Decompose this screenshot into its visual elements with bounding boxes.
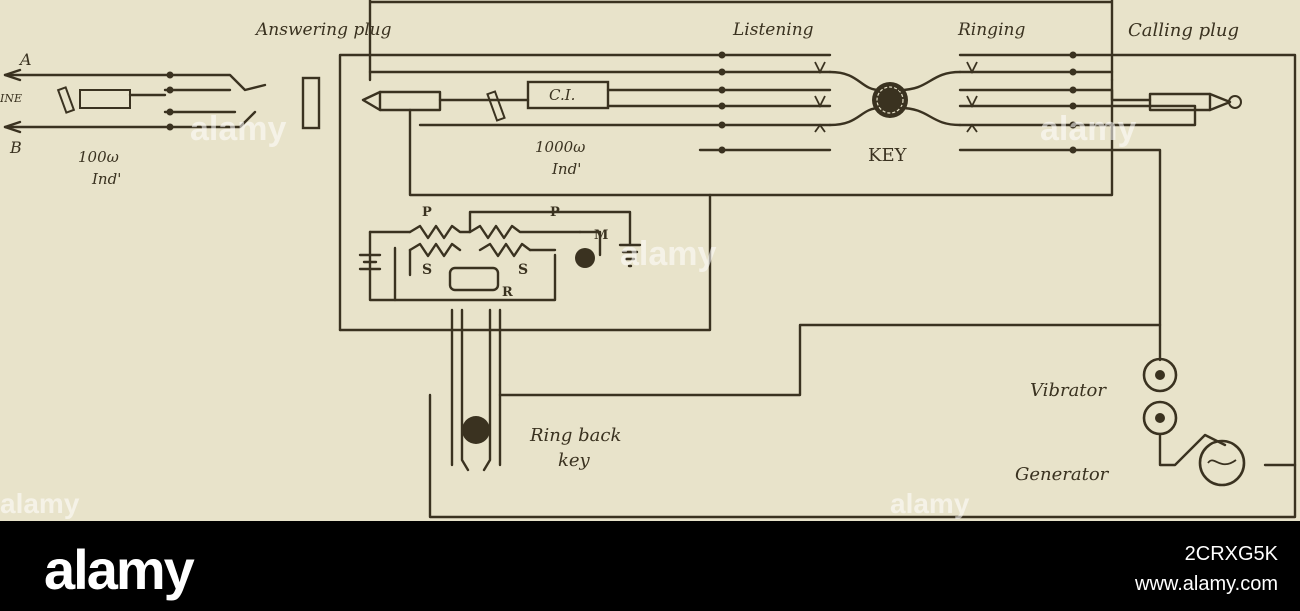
cord-wires	[368, 70, 722, 127]
relay-coil-100-icon	[79, 89, 131, 109]
answering-plug-label: Answering plug	[256, 20, 392, 40]
ci-coil-icon	[526, 80, 610, 110]
calling-cord-wires	[1073, 70, 1197, 362]
ring-back-wire	[498, 323, 1162, 397]
calling-plug-label: Calling plug	[1128, 20, 1240, 41]
watermark: alamy	[190, 110, 287, 148]
footer-bar: alamy 2CRXG5K www.alamy.com	[0, 521, 1300, 611]
line-b-label: B	[10, 138, 22, 157]
generator-icon	[1198, 439, 1246, 487]
vibrator-upper-icon	[1142, 357, 1178, 393]
generator-label: Generator	[1015, 464, 1109, 485]
ind-1000-label: 1000ω	[535, 138, 586, 156]
line-a-label: A	[20, 50, 32, 69]
jack-springs	[163, 88, 237, 114]
ground-icon	[618, 243, 642, 268]
diagram-panel: Answering plug Listening Ringing Calling…	[0, 0, 1300, 521]
site-url-link[interactable]: www.alamy.com	[1135, 573, 1278, 595]
coil-p-left-label: P	[422, 205, 432, 220]
circuit-diagram	[3, 0, 1297, 519]
watermark: alamy	[0, 488, 80, 519]
bottom-wire	[428, 393, 1297, 519]
image-id: 2CRXG5K	[1184, 543, 1278, 565]
sleeve-wire	[408, 78, 1114, 197]
line-a-wire	[3, 73, 267, 92]
line-b-wire	[3, 110, 257, 129]
answering-plug-icon	[378, 90, 442, 112]
answering-outer-wire	[338, 53, 722, 332]
ring-back-label: Ring back	[530, 425, 622, 446]
ring-back-key-label: key	[558, 450, 590, 471]
battery-wires	[368, 230, 602, 257]
vibrator-label: Vibrator	[1030, 380, 1106, 401]
lower-return-wire	[338, 193, 712, 332]
ring-back-springs	[450, 308, 502, 472]
meter-m-icon	[575, 248, 595, 268]
coil-s-left-icon	[408, 242, 462, 258]
coil-p-right-icon	[468, 224, 582, 240]
watermark: alamy	[890, 488, 970, 519]
brand-logo[interactable]: alamy	[44, 538, 195, 601]
top-frame-wire	[368, 0, 1114, 82]
ci-label: C.I.	[549, 86, 576, 104]
listening-label: Listening	[733, 20, 814, 40]
key-label: KEY	[868, 145, 907, 166]
relay-r-label: R	[502, 285, 513, 300]
relay-armature-icon	[56, 86, 76, 114]
meter-m-label: M	[594, 228, 609, 243]
line-lamp-icon	[301, 76, 321, 130]
coil-s-left-label: S	[422, 262, 433, 278]
ind-100-unit-label: Ind'	[92, 170, 122, 188]
line-label: INE	[0, 92, 22, 105]
ind-100-label: 100ω	[78, 148, 119, 166]
ringing-springs	[958, 51, 1077, 154]
listening-springs	[718, 51, 832, 154]
calling-outer-wire	[1073, 53, 1297, 467]
battery-icon	[358, 253, 382, 271]
ind-1000-unit-label: Ind'	[552, 160, 582, 178]
coil-s-right-label: S	[518, 262, 529, 278]
ringing-label: Ringing	[958, 20, 1026, 40]
arrow-a-icon	[3, 68, 22, 82]
coil-p-left-icon	[408, 224, 472, 240]
watermark: alamy	[1040, 110, 1137, 148]
arrow-b-icon	[3, 120, 22, 134]
coil-p-right-label: P	[550, 205, 560, 220]
calling-plug-icon	[1148, 92, 1212, 112]
ring-back-key-icon	[462, 416, 490, 444]
relay-r-icon	[448, 266, 500, 292]
watermark: alamy	[620, 235, 717, 273]
coil-s-right-icon	[478, 242, 532, 258]
